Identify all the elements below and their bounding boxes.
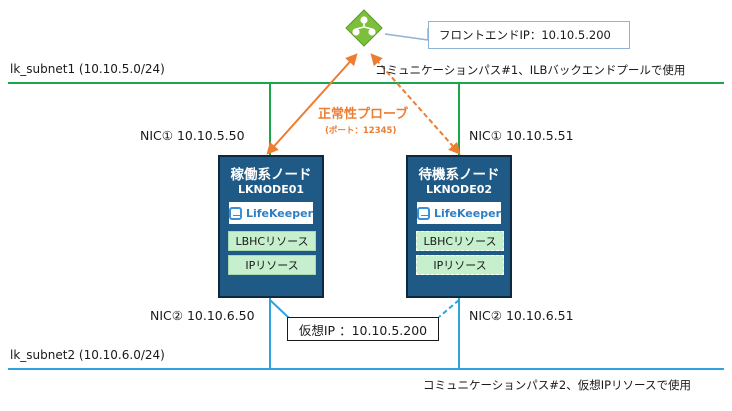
callout-pointer [384,28,429,41]
node2-vip-link [438,299,460,318]
node2-lbhc-resource[interactable]: LBHCリソース [416,231,504,251]
comm-path2-label: コミュニケーションパス#2、仮想IPリソースで使用 [423,378,691,392]
health-probe-title: 正常性プローブ [318,107,409,122]
node2-nic1-label: NIC① 10.10.5.51 [469,128,574,143]
probe-arrow-active [266,53,358,155]
node2-name: LKNODE02 [425,183,493,196]
node1-logo-text: LifeKeeper [245,206,313,220]
node1-nic2-label: NIC② 10.10.6.50 [150,308,255,323]
load-balancer-icon[interactable] [345,9,383,47]
subnet1-label: lk_subnet1 (10.10.5.0/24) [10,62,165,76]
node2-logo-text: LifeKeeper [433,206,501,220]
node1-vip-link [269,299,290,319]
node1-name: LKNODE01 [237,183,305,196]
node1-lifekeeper-logo: LifeKeeper [228,201,314,225]
lifekeeper-logo-icon [417,206,430,220]
lifekeeper-logo-icon [229,206,242,220]
health-probe-port: (ポート：12345) [325,126,397,136]
node1-ip-resource[interactable]: IPリソース [228,255,316,275]
node-standby-lknode02[interactable]: 待機系ノード LKNODE02 LifeKeeper LBHCリソース IPリソ… [406,155,512,298]
node2-nic2-label: NIC② 10.10.6.51 [469,308,574,323]
subnet2-label: lk_subnet2 (10.10.6.0/24) [10,348,165,362]
virtual-ip-box: 仮想IP ：10.10.5.200 [287,317,439,341]
node-active-lknode01[interactable]: 稼働系ノード LKNODE01 LifeKeeper LBHCリソース IPリソ… [218,155,324,298]
node2-ip-resource[interactable]: IPリソース [416,255,504,275]
comm-path1-label: コミュニケーションパス#1、ILBバックエンドプールで使用 [375,63,686,77]
node2-role: 待機系ノード [418,167,500,183]
frontend-ip-callout: フロントエンドIP：10.10.5.200 [428,21,630,49]
probe-arrow-standby [370,53,461,155]
node1-lbhc-resource[interactable]: LBHCリソース [228,231,316,251]
node2-lifekeeper-logo: LifeKeeper [416,201,502,225]
node1-nic1-label: NIC① 10.10.5.50 [140,128,245,143]
node1-role: 稼働系ノード [230,167,312,183]
frontend-ip-text: フロントエンドIP：10.10.5.200 [439,28,611,42]
